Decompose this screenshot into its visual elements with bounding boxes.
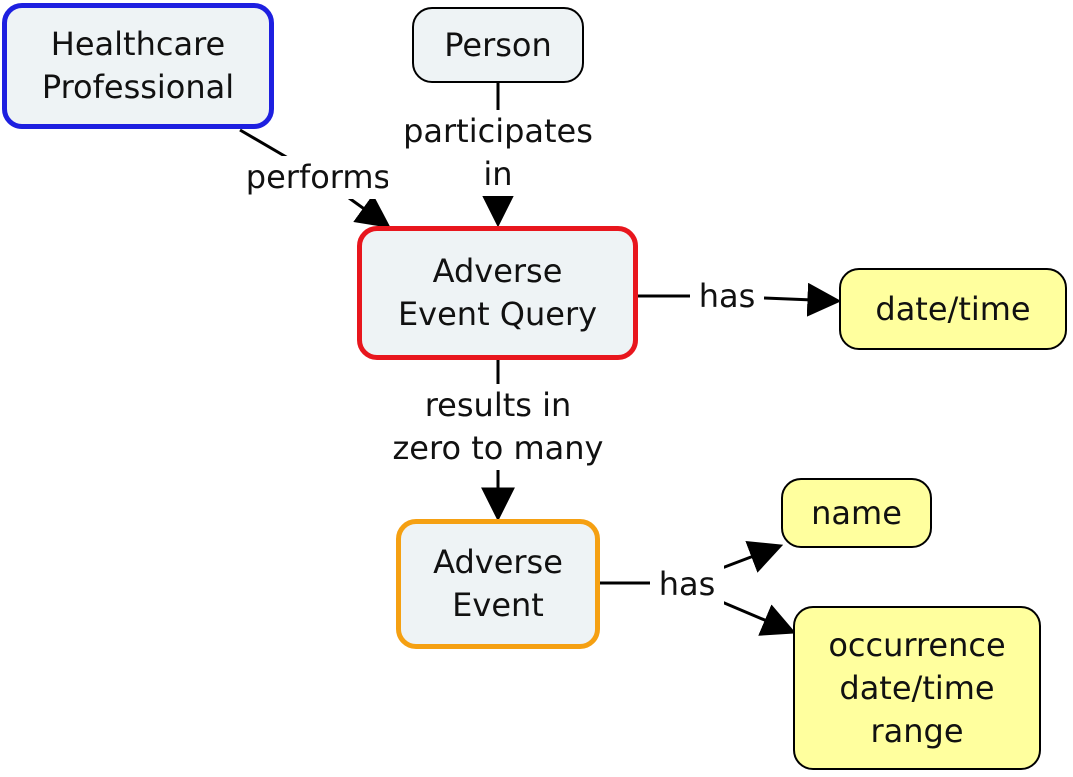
adverse-event-text: Adverse Event: [433, 543, 563, 624]
adverse-event-query-node: Adverse Event Query: [357, 226, 638, 360]
edge-performs-query: [348, 194, 391, 228]
person-text: Person: [444, 25, 552, 64]
query-has-label: has: [690, 275, 764, 318]
edge-healthcare-performs: [239, 128, 289, 160]
results-in-zero-to-many-label: results in zero to many: [368, 384, 628, 470]
name-text: name: [811, 493, 902, 532]
healthcare-professional-text: Healthcare Professional: [41, 25, 235, 106]
person-node: Person: [412, 7, 584, 83]
event-has-label: has: [650, 563, 724, 606]
date-time-text: date/time: [875, 289, 1031, 328]
performs-label: performs: [232, 156, 404, 199]
date-time-node: date/time: [839, 268, 1067, 350]
edge-has-occurrence: [721, 600, 797, 636]
edge-has-name: [721, 540, 784, 573]
occurrence-text: occurrence date/time range: [828, 625, 1006, 750]
adverse-event-node: Adverse Event: [396, 519, 600, 649]
healthcare-professional-node: Healthcare Professional: [2, 3, 274, 129]
adverse-event-query-text: Adverse Event Query: [397, 252, 598, 333]
edge-has-datetime: [763, 282, 842, 317]
occurrence-date-time-range-node: occurrence date/time range: [793, 606, 1041, 770]
participates-in-label: participates in: [388, 110, 608, 196]
name-node: name: [781, 478, 932, 548]
